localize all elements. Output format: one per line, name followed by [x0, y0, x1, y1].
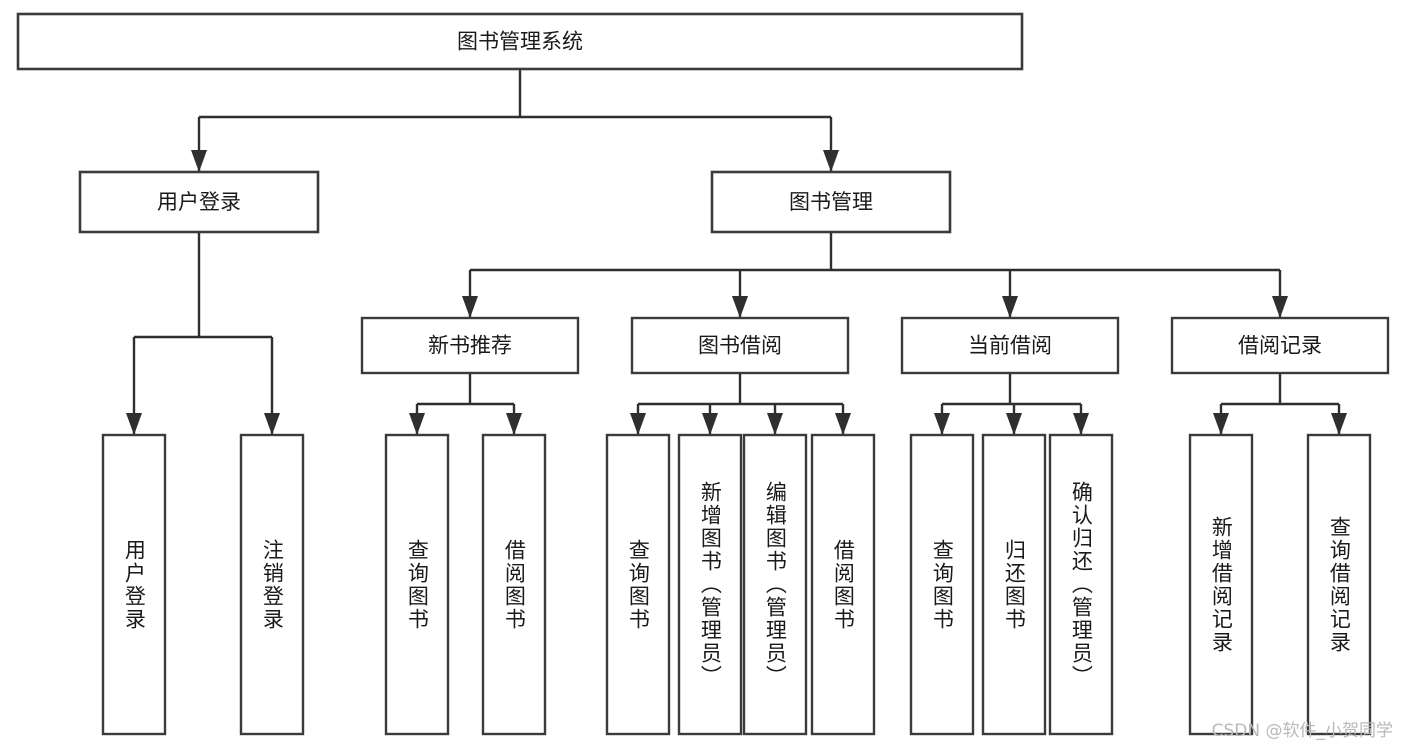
node-label-book-borrow: 图书借阅 — [698, 334, 782, 358]
node-box-leaf-user-login[interactable] — [101, 433, 167, 736]
arrow-head-icon — [1006, 413, 1022, 435]
node-label-new-book-rec: 新书推荐 — [428, 334, 512, 358]
node-box-user-login[interactable] — [78, 170, 320, 234]
connector-layer — [126, 69, 1347, 435]
arrow-head-icon — [630, 413, 646, 435]
arrow-head-icon — [934, 413, 950, 435]
node-box-borrow-record[interactable] — [1170, 316, 1390, 375]
arrow-head-icon — [1002, 296, 1018, 318]
node-box-leaf-query-book-br[interactable] — [605, 433, 671, 736]
node-box-leaf-add-record[interactable] — [1188, 433, 1254, 736]
arrow-head-icon — [462, 296, 478, 318]
node-box-current-borrow[interactable] — [900, 316, 1120, 375]
node-box-root[interactable] — [16, 12, 1024, 71]
arrow-head-icon — [823, 150, 839, 172]
node-box-leaf-query-book-rec[interactable] — [384, 433, 450, 736]
arrow-head-icon — [1213, 413, 1229, 435]
node-label-borrow-record: 借阅记录 — [1238, 334, 1322, 358]
node-label-current-borrow: 当前借阅 — [968, 334, 1052, 358]
arrow-head-icon — [732, 296, 748, 318]
arrow-head-icon — [264, 413, 280, 435]
node-label-book-manage: 图书管理 — [789, 190, 873, 214]
arrow-head-icon — [835, 413, 851, 435]
csdn-watermark: CSDN @软件_小贺同学 — [1211, 721, 1393, 741]
node-box-book-borrow[interactable] — [630, 316, 850, 375]
node-box-leaf-borrow-book-rec[interactable] — [481, 433, 547, 736]
node-box-leaf-query-record[interactable] — [1306, 433, 1372, 736]
arrow-head-icon — [126, 413, 142, 435]
arrow-head-icon — [1272, 296, 1288, 318]
node-box-leaf-query-book-cb[interactable] — [909, 433, 975, 736]
node-box-leaf-add-book[interactable] — [677, 433, 743, 736]
node-box-layer — [16, 12, 1390, 736]
arrow-head-icon — [409, 413, 425, 435]
arrow-head-icon — [767, 413, 783, 435]
arrow-head-icon — [191, 150, 207, 172]
node-box-leaf-confirm-return[interactable] — [1048, 433, 1114, 736]
arrow-head-icon — [1331, 413, 1347, 435]
node-label-root: 图书管理系统 — [457, 30, 583, 54]
node-box-new-book-rec[interactable] — [360, 316, 580, 375]
node-box-leaf-logout[interactable] — [239, 433, 305, 736]
node-box-leaf-borrow-book-br[interactable] — [810, 433, 876, 736]
node-box-book-manage[interactable] — [710, 170, 952, 234]
node-label-user-login: 用户登录 — [157, 190, 241, 214]
node-box-leaf-return-book[interactable] — [981, 433, 1047, 736]
arrow-head-icon — [506, 413, 522, 435]
arrow-head-icon — [1073, 413, 1089, 435]
node-box-leaf-edit-book[interactable] — [742, 433, 808, 736]
arrow-head-icon — [702, 413, 718, 435]
